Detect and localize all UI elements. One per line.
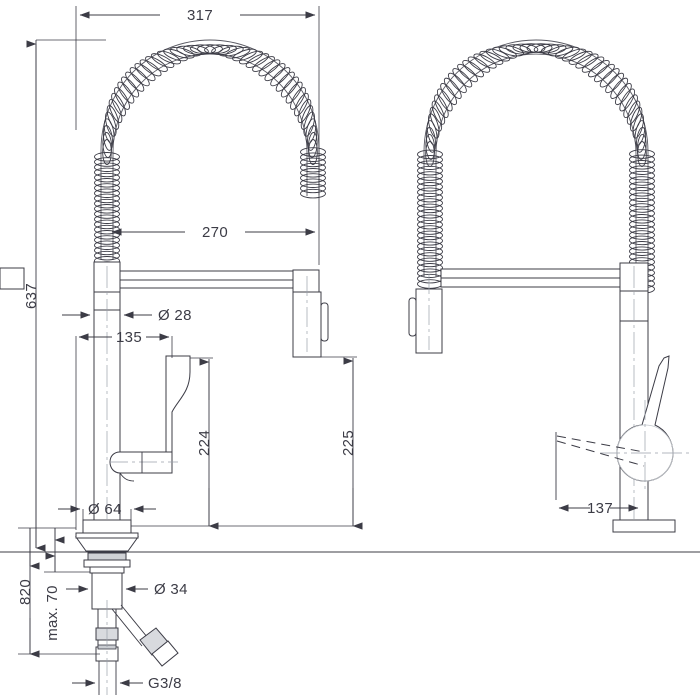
dim-224-label: 224 [196,430,213,456]
spring-hose-arch-side [423,39,649,277]
dim-225: 225 [131,356,363,530]
dim-137-label: 137 [587,500,613,517]
dim-d64: Ø 64 [58,501,156,522]
dim-317-label: 317 [187,7,213,24]
front-view [0,39,700,695]
side-view [0,39,690,533]
spring-coil-rings-side [417,43,655,294]
pull-down-hose [111,604,179,667]
faucet-body-column-side [612,262,676,533]
dim-820-label: 820 [17,579,34,605]
dim-d28-label: Ø 28 [158,307,192,324]
spout-arm [119,270,307,289]
dim-270-label: 270 [202,224,228,241]
dim-137: 137 [558,500,639,517]
dim-637: 637 [22,39,106,553]
mounting-base-assembly [0,519,700,695]
spout-arm-side [440,268,624,288]
dim-135: 135 [75,329,173,530]
dim-820: 820 [17,527,100,658]
dim-317: 317 [75,6,320,265]
dim-270: 270 [111,224,316,241]
dim-max70-label: max. 70 [44,585,61,640]
dim-d64-label: Ø 64 [88,501,122,518]
dim-g38: G3/8 [72,675,182,692]
dimension-layer: 317 637 270 Ø 28 135 [17,6,639,692]
dim-d34: Ø 34 [66,581,188,598]
operating-lever-side [555,355,690,500]
operating-lever [109,355,191,482]
dim-135-label: 135 [116,329,142,346]
dim-637-label: 637 [23,283,40,309]
dim-225-label: 225 [340,430,357,456]
dim-d34-label: Ø 34 [154,581,188,598]
dim-d28: Ø 28 [62,307,192,324]
dim-224: 224 [190,357,219,530]
dim-g38-label: G3/8 [148,675,182,692]
dim-max70: max. 70 [44,528,90,641]
spray-head [292,269,329,358]
faucet-body-column [93,261,121,525]
spray-head-side [0,267,443,354]
